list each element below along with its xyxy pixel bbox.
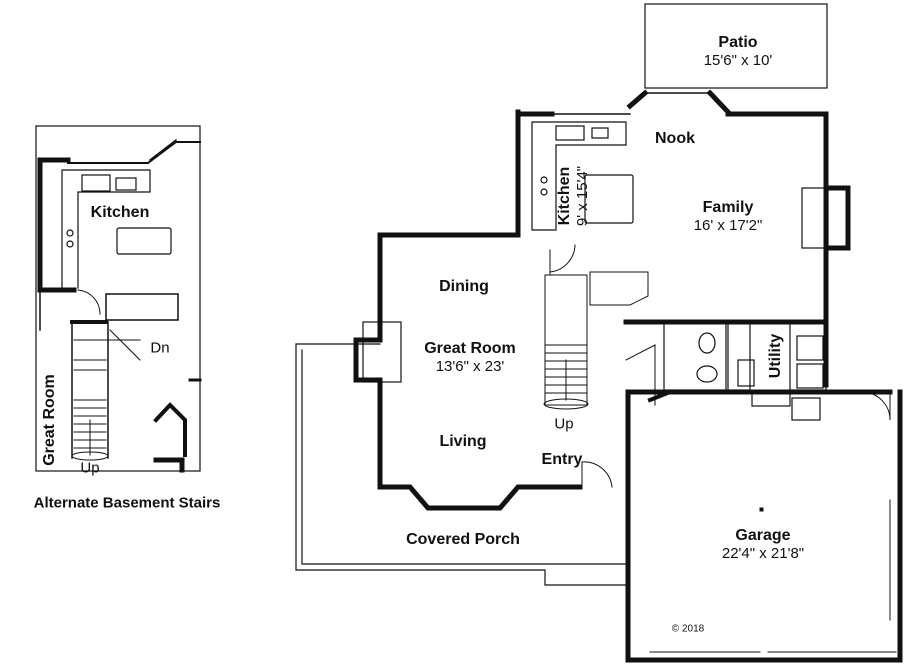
garage-dims: 22'4" x 21'8" bbox=[721, 545, 805, 563]
room-living: Living bbox=[439, 433, 486, 451]
alt-kitchen: Kitchen bbox=[91, 204, 150, 222]
room-covered-porch: Covered Porch bbox=[406, 531, 520, 549]
main-exterior-walls bbox=[377, 89, 903, 663]
bath-fixtures bbox=[663, 321, 827, 421]
room-patio: Patio 15'6" x 10' bbox=[704, 34, 773, 70]
room-nook: Nook bbox=[655, 130, 695, 148]
room-dining: Dining bbox=[439, 278, 489, 296]
patio-dims: 15'6" x 10' bbox=[703, 52, 773, 70]
covered-porch-name: Covered Porch bbox=[406, 530, 520, 548]
kitchen-dims: 9' x 15'4" bbox=[574, 165, 592, 227]
doors bbox=[581, 344, 891, 488]
room-family: Family 16' x 17'2" bbox=[694, 199, 763, 235]
family-name: Family bbox=[702, 199, 754, 217]
room-great-room: Great Room 13'6" x 23' bbox=[424, 340, 516, 376]
kitchen-name: Kitchen bbox=[556, 166, 574, 226]
main-thin-walls bbox=[295, 3, 851, 586]
room-entry: Entry bbox=[542, 451, 583, 469]
main-stairs-up-label: Up bbox=[554, 415, 574, 433]
garage-door-tracks bbox=[649, 499, 897, 653]
room-garage: Garage 22'4" x 21'8" bbox=[722, 527, 804, 563]
entry-name: Entry bbox=[541, 450, 583, 468]
alt-great-room-name: Great Room bbox=[40, 374, 58, 466]
garage-name: Garage bbox=[735, 527, 791, 545]
great-room-dims: 13'6" x 23' bbox=[435, 358, 505, 376]
alt-great-room: Great Room bbox=[41, 374, 59, 466]
dining-name: Dining bbox=[439, 277, 489, 295]
alt-kitchen-name: Kitchen bbox=[90, 203, 150, 221]
alternate-kitchen-counters bbox=[61, 169, 172, 315]
alternate-plan-caption: Alternate Basement Stairs bbox=[33, 494, 221, 512]
room-utility: Utility bbox=[767, 334, 785, 378]
patio-name: Patio bbox=[718, 34, 758, 52]
alt-up-label: Up bbox=[80, 459, 100, 477]
copyright-notice: © 2018 bbox=[671, 623, 705, 635]
utility-name: Utility bbox=[766, 333, 784, 379]
kitchen-counters bbox=[531, 121, 634, 231]
main-stairs bbox=[543, 244, 649, 410]
alternate-stairs bbox=[71, 329, 141, 461]
great-room-name: Great Room bbox=[424, 340, 516, 358]
alternate-plan-walls bbox=[35, 125, 202, 473]
family-dims: 16' x 17'2" bbox=[693, 217, 763, 235]
nook-name: Nook bbox=[655, 129, 695, 147]
room-kitchen: Kitchen 9' x 15'4" bbox=[556, 166, 592, 226]
living-name: Living bbox=[439, 432, 487, 450]
alt-down-label: Dn bbox=[150, 339, 170, 357]
